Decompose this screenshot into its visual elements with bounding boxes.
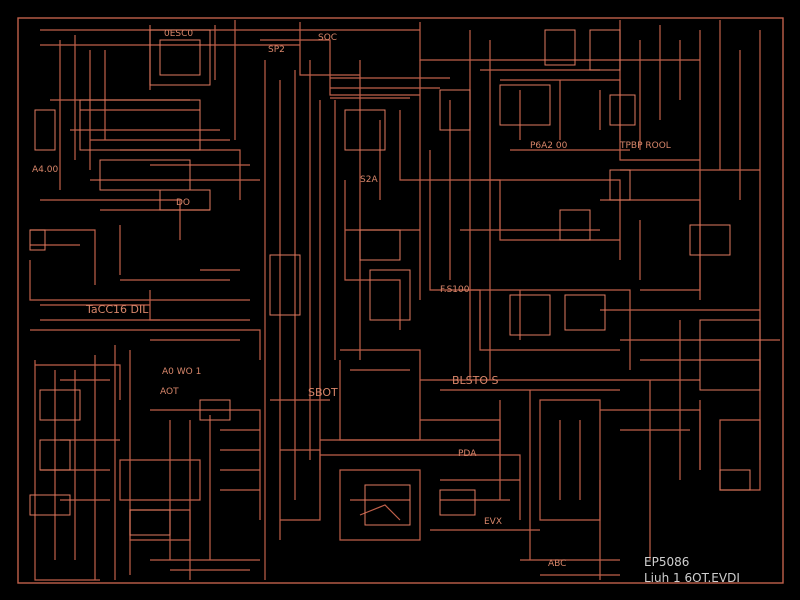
- label-lower-center: PDA: [458, 449, 477, 459]
- label-right-bus: TPBP ROOL: [619, 141, 671, 151]
- label-lower-center-3: ABC: [548, 559, 566, 569]
- title-block-line2: Liuh 1 6OT.EVDI: [644, 571, 740, 585]
- label-left-lower-bus: TaCC16 DIL: [85, 303, 149, 316]
- components: [29, 29, 761, 536]
- board-outline: [17, 17, 784, 584]
- label-lower-center-2: EVX: [484, 517, 502, 527]
- title-block-line1: EP5086: [644, 555, 689, 569]
- label-top-right-block: P6A2 00: [530, 141, 568, 151]
- labels: 0ESC0 SP2 SOC P6A2 00 A4.00 TaCC16 DIL S…: [32, 29, 671, 569]
- label-top-center-block: 0ESC0: [164, 29, 193, 39]
- label-top-mid-2: SOC: [318, 33, 337, 43]
- label-mid-left-2: DO: [176, 198, 190, 208]
- label-mid-left-1: S2A: [360, 175, 378, 185]
- title-block: EP5086 Liuh 1 6OT.EVDI: [644, 555, 740, 585]
- label-left-mid: A4.00: [32, 165, 58, 175]
- label-lower-left-2: AOT: [160, 387, 179, 397]
- label-top-mid-1: SP2: [268, 45, 285, 55]
- label-center-mid: SBOT: [308, 386, 338, 399]
- label-center-right: BLSTO S: [452, 374, 499, 387]
- label-lower-left-1: A0 WO 1: [162, 367, 201, 377]
- traces: [29, 20, 780, 581]
- label-center-block: F.S100: [440, 285, 470, 295]
